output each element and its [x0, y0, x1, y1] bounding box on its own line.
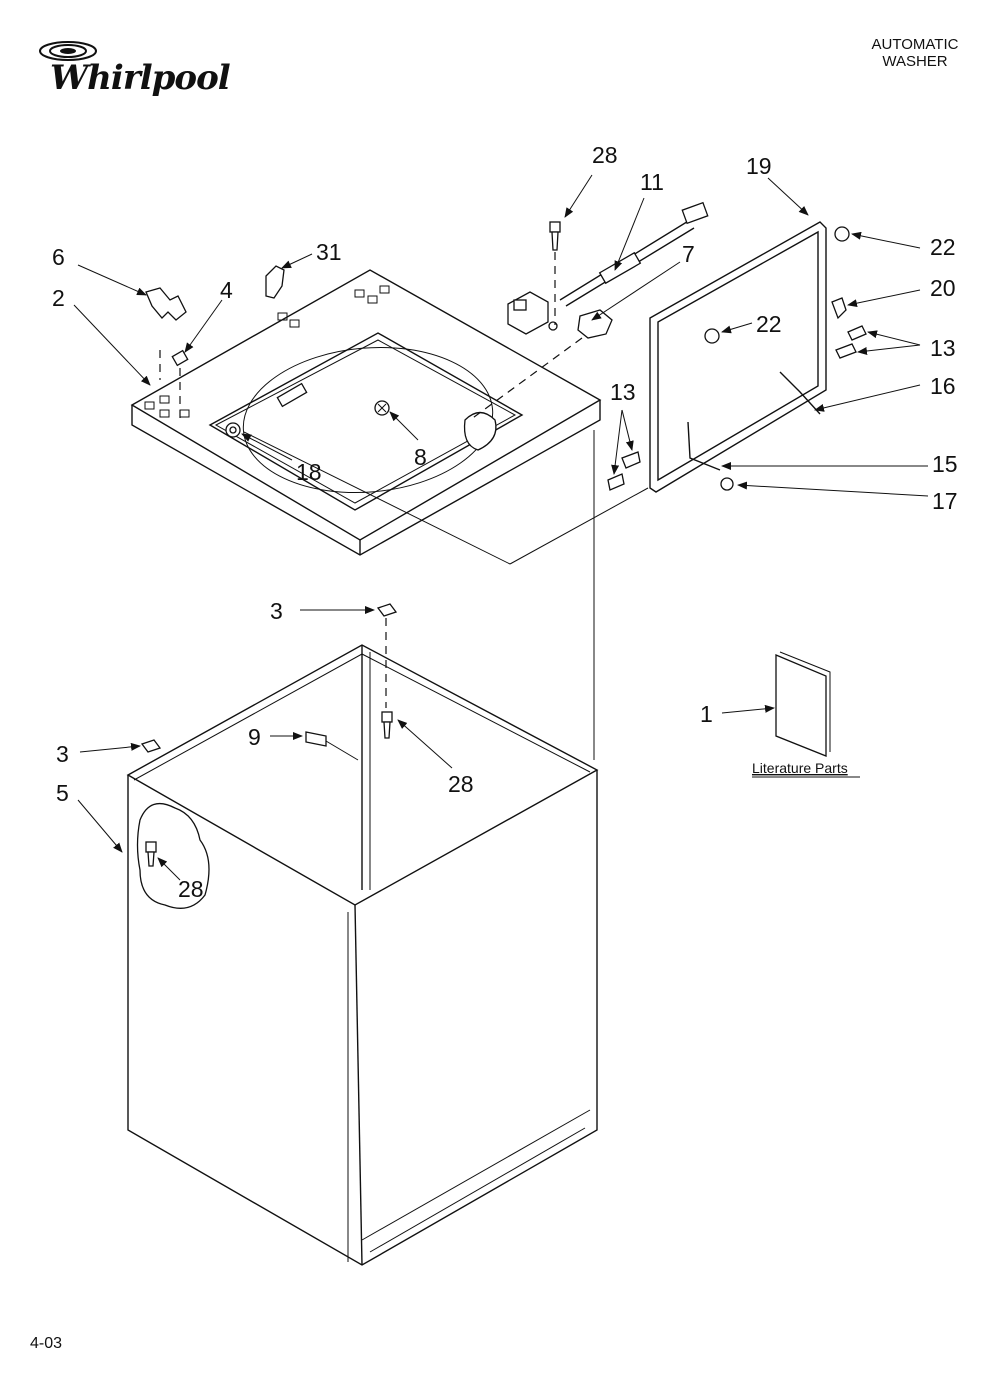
part-20-hinge — [831, 297, 847, 320]
callout-17: 17 — [932, 488, 958, 514]
callout-6: 6 — [52, 244, 65, 270]
whirlpool-swirl-icon — [39, 41, 97, 61]
callout-22-a: 22 — [930, 234, 956, 260]
callout-3-top: 3 — [270, 598, 283, 624]
callout-3-left: 3 — [56, 741, 69, 767]
part-1-literature-book — [775, 651, 831, 757]
leader-arrows — [73, 174, 929, 881]
page-footer-code: 4-03 — [30, 1335, 63, 1352]
part-4-clip-nut — [171, 349, 189, 420]
part-9-screw — [305, 731, 359, 761]
part-28-screw-cutaway — [145, 841, 157, 867]
callout-22-b: 22 — [756, 311, 782, 337]
part-3-bracket-top — [376, 603, 398, 617]
part-16-hinge-rod — [779, 371, 821, 415]
part-28-screw-cabinet — [381, 711, 393, 739]
callout-1: 1 — [700, 701, 713, 727]
part-13-screws-right — [835, 325, 867, 359]
literature-parts-label: Literature Parts — [752, 760, 848, 776]
callout-28-cabinet: 28 — [448, 771, 474, 797]
part-19-lid-frame — [649, 221, 827, 493]
part-22-bumper-b — [704, 328, 720, 344]
part-7-lid-switch-actuator — [577, 309, 613, 339]
callout-16: 16 — [930, 373, 956, 399]
brand-name: Whirlpool — [50, 58, 231, 98]
title-line-1: AUTOMATIC — [871, 36, 959, 53]
part-3-bracket-left — [140, 739, 162, 753]
callout-20: 20 — [930, 275, 956, 301]
callout-7: 7 — [682, 241, 695, 267]
callout-15: 15 — [932, 451, 958, 477]
whirlpool-logo: Whirlpool — [38, 40, 231, 98]
part-8-screw — [374, 400, 390, 416]
callout-18: 18 — [296, 459, 322, 485]
callout-9: 9 — [248, 724, 261, 750]
part-18-knob — [225, 422, 241, 438]
part-13-screws-left — [607, 451, 641, 491]
callout-13-left: 13 — [610, 379, 636, 405]
part-6-clip — [145, 287, 187, 321]
callout-5: 5 — [56, 780, 69, 806]
part-22-bumper-a — [834, 226, 850, 242]
callout-11: 11 — [640, 169, 664, 195]
callout-8: 8 — [414, 444, 427, 470]
callout-31: 31 — [316, 239, 342, 265]
part-5-cabinet — [126, 644, 599, 1266]
washer-top-panel — [130, 269, 602, 556]
callout-13-right: 13 — [930, 335, 956, 361]
lid-switch-assembly — [507, 291, 558, 335]
callout-2: 2 — [52, 285, 65, 311]
callout-28-top: 28 — [592, 142, 618, 168]
callout-19: 19 — [746, 153, 772, 179]
title-line-2: WASHER — [882, 53, 948, 70]
callout-4: 4 — [220, 277, 233, 303]
page-title: AUTOMATIC WASHER — [855, 36, 975, 70]
part-15-hinge-rod — [687, 421, 721, 471]
part-17-bumper — [720, 477, 734, 491]
part-28-screw-top — [549, 221, 561, 325]
part-31-bracket — [265, 265, 285, 299]
callout-28-cutaway: 28 — [178, 876, 204, 902]
